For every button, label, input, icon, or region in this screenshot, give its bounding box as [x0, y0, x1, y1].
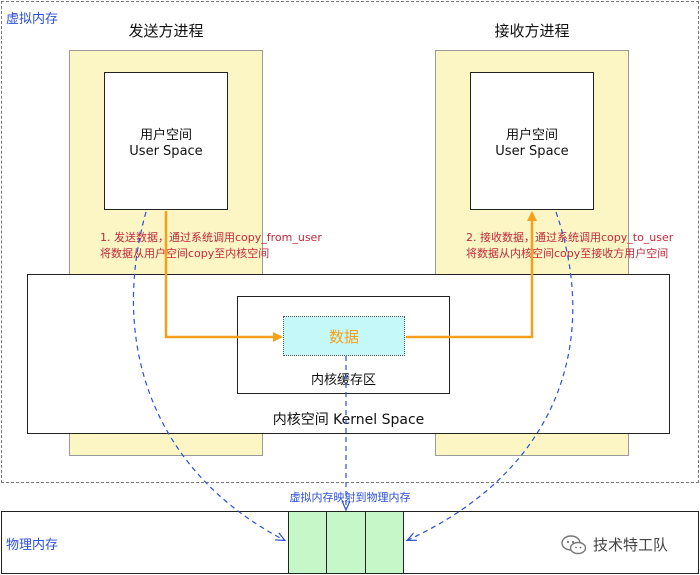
watermark-label: 技术特工队 — [593, 536, 669, 554]
physical-memory-cell — [326, 511, 366, 574]
data-label: 数据 — [328, 328, 359, 346]
copy-to-user-arrow — [406, 211, 537, 339]
receiver-process-title: 接收方进程 — [494, 22, 570, 40]
physical-memory-cell — [365, 511, 404, 574]
sender-user-space-label-en: User Space — [129, 144, 203, 159]
sender-process-title: 发送方进程 — [128, 22, 204, 40]
receiver-user-space-box — [470, 72, 594, 210]
wechat-icon — [561, 534, 587, 555]
receiver-annotation-line1: 2. 接收数据，通过系统调用copy_to_user — [466, 231, 674, 244]
watermark: 技术特工队 — [561, 534, 668, 555]
copy-from-user-arrow — [164, 211, 283, 342]
sender-user-space-box — [104, 72, 228, 210]
receiver-annotation-line2: 将数据从内核空间copy至接收方用户空间 — [466, 247, 669, 260]
virtual-memory-region — [1, 1, 699, 483]
physical-memory-cell — [288, 511, 327, 574]
physical-memory-label: 物理内存 — [6, 538, 59, 553]
sender-annotation-line1: 1. 发送数据，通过系统调用copy_from_user — [100, 231, 322, 244]
kernel-buffer-label: 内核缓存区 — [310, 373, 376, 388]
data-box — [283, 316, 405, 356]
receiver-user-space-label-en: User Space — [495, 144, 569, 159]
sender-annotation-line2: 将数据从用户空间copy至内核空间 — [100, 247, 270, 260]
virtual-memory-label: 虚拟内存 — [6, 12, 59, 27]
sender-user-space-label-cn: 用户空间 — [139, 128, 192, 143]
receiver-mapping-arrow — [408, 211, 574, 540]
receiver-user-space-label-cn: 用户空间 — [505, 128, 558, 143]
sender-mapping-arrow — [132, 211, 284, 540]
mapping-label: 虚拟内存映射到物理内存 — [289, 491, 411, 504]
kernel-space-label: 内核空间 Kernel Space — [272, 412, 425, 428]
